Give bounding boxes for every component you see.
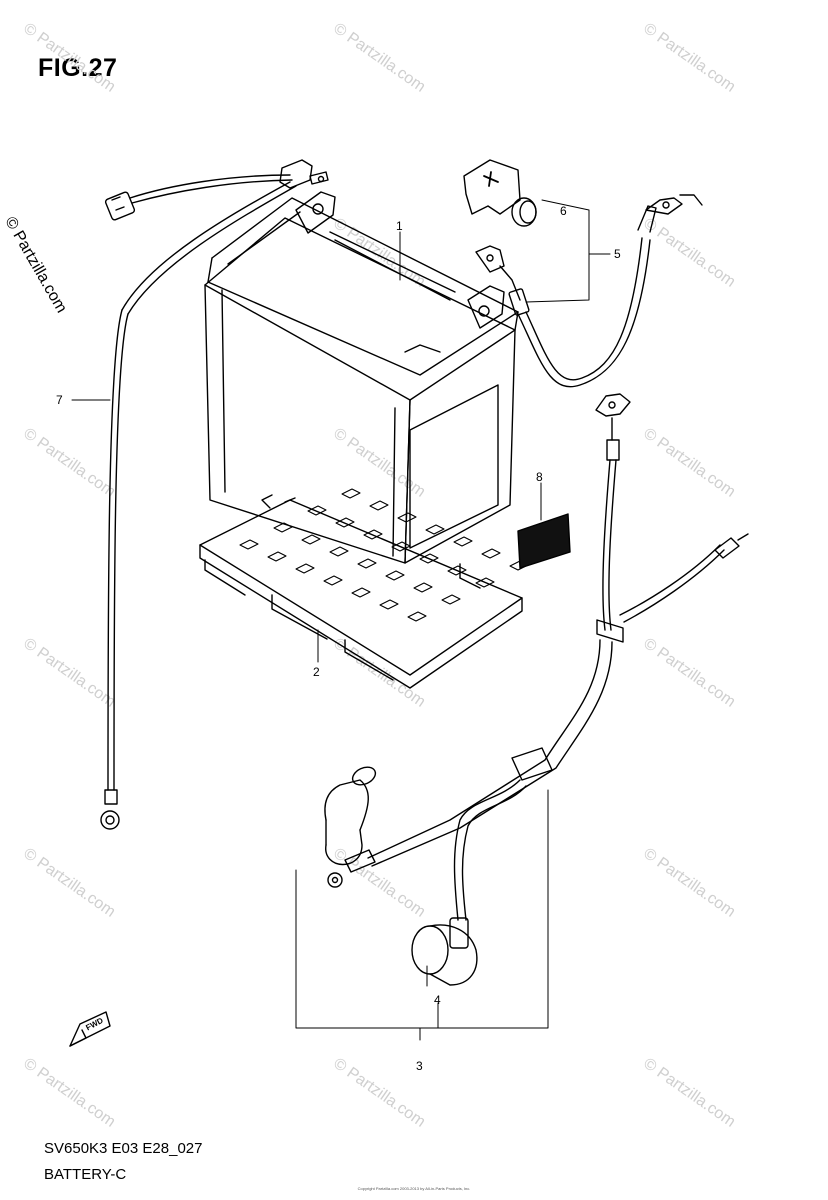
tray-slot [379, 599, 399, 610]
tray-slot [391, 541, 411, 552]
callout-8[interactable]: 8 [536, 470, 543, 484]
tray-slot [323, 575, 343, 586]
tray-slot [481, 548, 501, 559]
tray-slot [301, 534, 321, 545]
tray-slot [307, 505, 327, 516]
tray-slot [351, 587, 371, 598]
tray-slot [329, 546, 349, 557]
tray-slot [369, 500, 389, 511]
callout-1[interactable]: 1 [396, 219, 403, 233]
tray-slot [453, 536, 473, 547]
tray-slot-grid [239, 488, 529, 622]
callout-leader-lines [71, 199, 611, 1041]
tray-slot [273, 522, 293, 533]
part-7-wire-drawing [100, 159, 329, 830]
fwd-arrow-icon: FWD [69, 1011, 111, 1047]
model-code: SV650K3 E03 E28_027 [44, 1140, 203, 1157]
tray-slot [441, 594, 461, 605]
tray-slot [425, 524, 445, 535]
tray-slot [267, 551, 287, 562]
tray-slot [407, 611, 427, 622]
callout-6[interactable]: 6 [560, 204, 567, 218]
tray-slot [295, 563, 315, 574]
part-6-terminal-cover-drawing [463, 159, 537, 227]
tray-slot [357, 558, 377, 569]
callout-4[interactable]: 4 [434, 993, 441, 1007]
tray-slot [413, 582, 433, 593]
callout-7[interactable]: 7 [56, 393, 63, 407]
tray-slot [341, 488, 361, 499]
tray-slot [447, 565, 467, 576]
callout-2[interactable]: 2 [313, 665, 320, 679]
part-1-battery-drawing [204, 191, 519, 564]
tray-slot [419, 553, 439, 564]
part-8-label-drawing [517, 482, 571, 569]
tray-slot [385, 570, 405, 581]
figure-title: FIG.27 [38, 54, 118, 82]
part-3-negative-cable-drawing [324, 393, 749, 949]
tray-slot [475, 577, 495, 588]
callout-5[interactable]: 5 [614, 247, 621, 261]
tray-slot [335, 517, 355, 528]
section-name: BATTERY-C [44, 1166, 127, 1183]
copyright-notice: Copyright Partzilla.com 2003-2013 by All… [357, 1186, 471, 1191]
tray-slot [397, 512, 417, 523]
part-5-positive-cable-drawing [475, 194, 703, 388]
part-4-grommet-drawing [411, 924, 478, 987]
tray-slot [363, 529, 383, 540]
part-2-battery-tray-drawing [199, 494, 523, 689]
callout-3[interactable]: 3 [416, 1059, 423, 1073]
tray-slot [239, 539, 259, 550]
